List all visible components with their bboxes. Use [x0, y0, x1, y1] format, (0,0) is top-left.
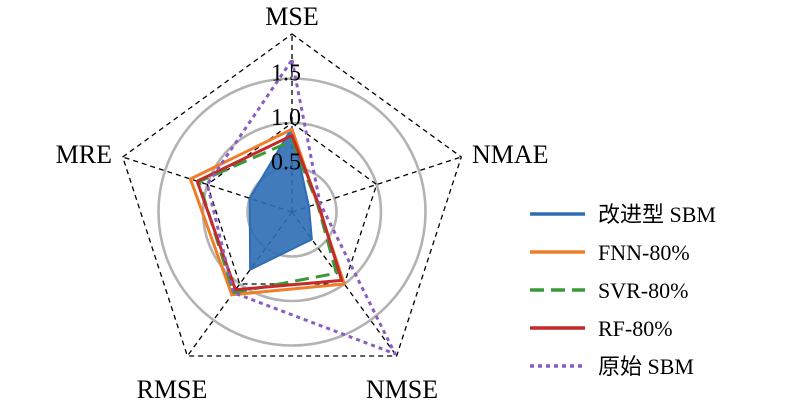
- axis-label-nmae: NMAE: [472, 140, 549, 169]
- series-0: [248, 126, 313, 271]
- series-4: [205, 58, 397, 356]
- tick-label-0: 0.5: [271, 150, 301, 176]
- axis-label-nmse: NMSE: [366, 375, 438, 403]
- tick-label-1: 1.0: [271, 105, 301, 131]
- legend-label-3: RF-80%: [598, 316, 673, 341]
- series-layer: [188, 58, 397, 356]
- grid-ring-2: [157, 77, 427, 347]
- legend-label-4: 原始 SBM: [598, 354, 694, 379]
- tick-label-2: 1.5: [271, 61, 301, 87]
- legend-label-0: 改进型 SBM: [598, 202, 716, 227]
- grid-pentagon-1: [121, 33, 463, 357]
- legend: 改进型 SBM FNN-80% SVR-80% RF-80% 原始 SBM: [530, 202, 716, 379]
- axis-label-rmse: RMSE: [137, 375, 208, 403]
- label-layer: 0.5 1.0 1.5 MSE NMAE NMSE RMSE MRE: [56, 2, 549, 404]
- legend-label-1: FNN-80%: [598, 240, 690, 265]
- axis-label-mre: MRE: [56, 140, 112, 169]
- series-2: [197, 139, 338, 295]
- axis-label-mse: MSE: [265, 2, 318, 31]
- legend-label-2: SVR-80%: [598, 278, 688, 303]
